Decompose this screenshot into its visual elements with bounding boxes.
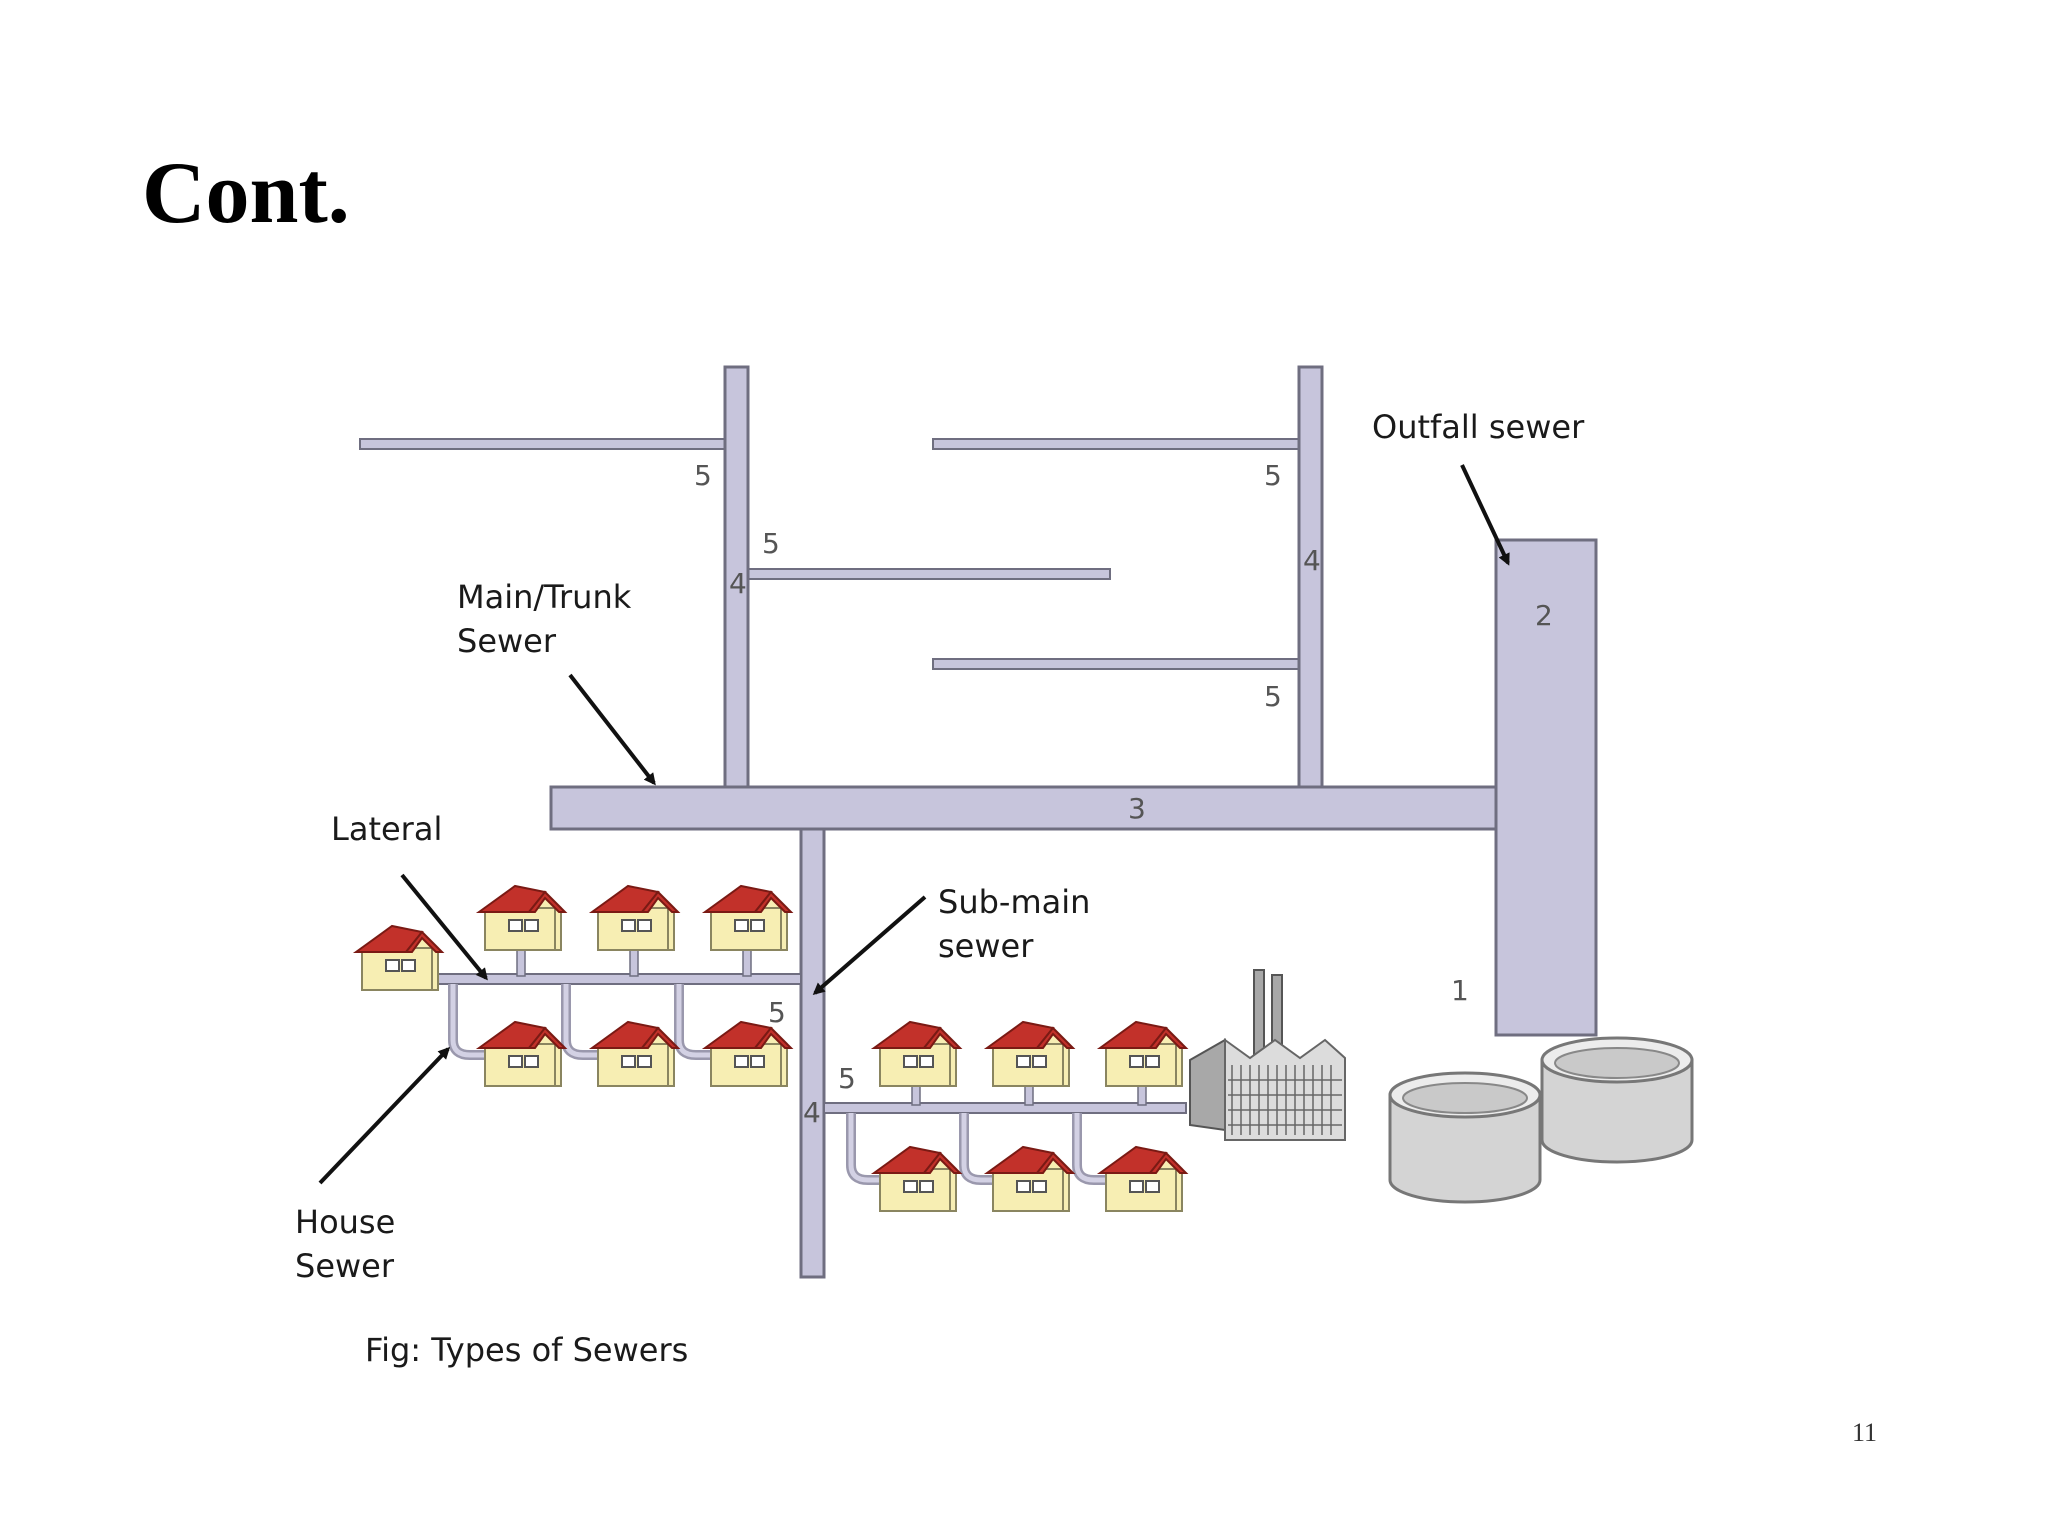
number-label-2: 2 (1535, 599, 1553, 632)
outfall-arrow (1460, 464, 1510, 566)
house-icon (478, 1021, 566, 1087)
lateral-pipe-top-right (932, 438, 1300, 450)
house-sewer-arrow (318, 1046, 451, 1185)
number-label-5: 5 (1264, 459, 1282, 492)
submain-arrow (812, 895, 927, 995)
lateral-pipe-mid-left (747, 568, 1111, 580)
number-label-3: 3 (1128, 792, 1146, 825)
house-icon (986, 1146, 1074, 1212)
lateral-pipe-top-left (359, 438, 726, 450)
slide-title: Cont. (142, 145, 350, 242)
submain-label-line1: Sub-main (938, 883, 1090, 921)
treatment-tank-icon (1540, 1036, 1694, 1164)
house-icon (704, 885, 792, 951)
house-sewer-label-line1: House (295, 1203, 395, 1241)
house-icon (704, 1021, 792, 1087)
house-icon (355, 925, 443, 991)
figure-caption: Fig: Types of Sewers (365, 1331, 688, 1369)
factory-icon (1189, 969, 1346, 1141)
house-icon (1099, 1146, 1187, 1212)
main-trunk-label-line2: Sewer (457, 622, 557, 660)
page-number: 11 (1852, 1418, 1878, 1447)
house-icon (873, 1146, 961, 1212)
house-sewer-label-line2: Sewer (295, 1247, 395, 1285)
number-label-5: 5 (762, 527, 780, 560)
house-icon (1099, 1021, 1187, 1087)
house-sewers-left (448, 949, 752, 1060)
number-label-5: 5 (694, 459, 712, 492)
house-sewers-right (846, 1079, 1147, 1185)
lower-submain-pipe (799, 827, 826, 1279)
lateral-pipe-mid-right (932, 658, 1300, 670)
treatment-tank-icon (1388, 1071, 1542, 1204)
lateral-arrow (400, 873, 488, 981)
submain-pipe-right (1297, 365, 1324, 789)
main-trunk-label-line1: Main/Trunk (457, 578, 632, 616)
lateral-pipe-right-houses (823, 1102, 1187, 1114)
number-label-5: 5 (768, 996, 786, 1029)
lateral-label: Lateral (331, 810, 442, 848)
main-trunk-arrow (568, 673, 656, 786)
house-icon (478, 885, 566, 951)
number-label-5: 5 (838, 1062, 856, 1095)
outfall-sewer-label: Outfall sewer (1372, 408, 1585, 446)
house-icon (591, 1021, 679, 1087)
number-label-5: 5 (1264, 680, 1282, 713)
house-icon (873, 1021, 961, 1087)
house-icon (986, 1021, 1074, 1087)
number-label-4: 4 (803, 1096, 821, 1129)
number-label-4: 4 (1303, 544, 1321, 577)
number-label-4: 4 (729, 567, 747, 600)
house-icon (591, 885, 679, 951)
submain-label-line2: sewer (938, 927, 1034, 965)
outfall-pipe (1494, 538, 1598, 1037)
number-label-1: 1 (1451, 974, 1469, 1007)
main-trunk-pipe (549, 785, 1498, 831)
